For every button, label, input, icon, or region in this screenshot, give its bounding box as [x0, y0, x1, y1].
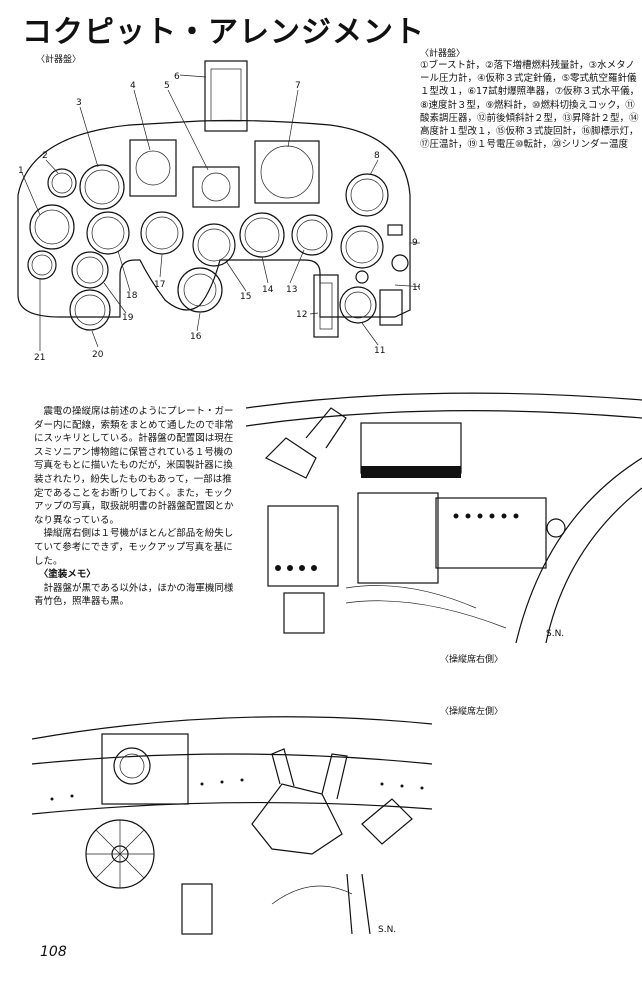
panel-number-20: 20: [92, 350, 104, 360]
signature-left: S.N.: [378, 925, 396, 935]
panel-number-labels: 1 2 3 4 5 6 7 8 9 10 11 12 13 14 15 16 1…: [18, 72, 420, 363]
article-paragraph-1: 震電の操縦席は前述のようにプレート・ガーダー内に配線，索類をまとめて通したので非…: [34, 406, 234, 526]
panel-number-5: 5: [164, 81, 170, 91]
signature-right: S.N.: [546, 629, 564, 639]
panel-number-7: 7: [295, 81, 301, 91]
cockpit-right-side-illustration: S.N.: [246, 378, 642, 643]
legend-header: 〈計器盤〉: [420, 49, 466, 59]
panel-number-11: 11: [374, 346, 385, 356]
panel-number-8: 8: [374, 151, 380, 161]
paint-note-title: 〈塗装メモ〉: [38, 569, 96, 581]
page-number: 108: [40, 944, 67, 960]
panel-number-15: 15: [240, 292, 251, 302]
panel-number-1: 1: [18, 166, 24, 176]
panel-number-19: 19: [122, 313, 134, 323]
panel-number-16: 16: [190, 332, 202, 342]
panel-number-9: 9: [412, 238, 418, 248]
instrument-panel-drawing: 1 2 3 4 5 6 7 8 9 10 11 12 13 14 15 16 1…: [17, 60, 420, 363]
cockpit-left-side-illustration: S.N.: [32, 704, 432, 940]
panel-number-12: 12: [296, 310, 307, 320]
caption-right-side: 〈操縦席右側〉: [440, 655, 504, 665]
caption-left-side: 〈操縦席左側〉: [440, 707, 504, 717]
panel-number-17: 17: [154, 280, 165, 290]
article-paragraph-2: 操縦席右側は１号機がほとんど部品を紛失していて参考にできず，モックアップ写真を基…: [34, 528, 234, 567]
panel-number-6: 6: [174, 72, 180, 82]
panel-subtitle: 〈計器盤〉: [36, 55, 82, 65]
panel-number-14: 14: [262, 285, 274, 295]
panel-number-4: 4: [130, 81, 136, 91]
gauges: [27, 139, 409, 338]
panel-number-10: 10: [412, 283, 420, 293]
paint-note-text: 計器盤が黒である以外は，ほかの海軍機同様青竹色，照準器も黒。: [34, 582, 234, 608]
panel-number-21: 21: [34, 353, 45, 363]
panel-outline: [17, 119, 411, 318]
panel-number-18: 18: [126, 291, 138, 301]
panel-number-3: 3: [76, 98, 82, 108]
panel-number-2: 2: [42, 151, 48, 161]
page-title: コクピット・アレンジメント: [22, 15, 425, 50]
article-text: 震電の操縦席は前述のようにプレート・ガーダー内に配線，索類をまとめて通したので非…: [34, 405, 240, 609]
panel-number-13: 13: [286, 285, 297, 295]
legend-text: ①ブースト計，②落下増槽燃料残量計，③水メタノール圧力計，④仮称３式定針儀，⑤零…: [420, 60, 640, 149]
